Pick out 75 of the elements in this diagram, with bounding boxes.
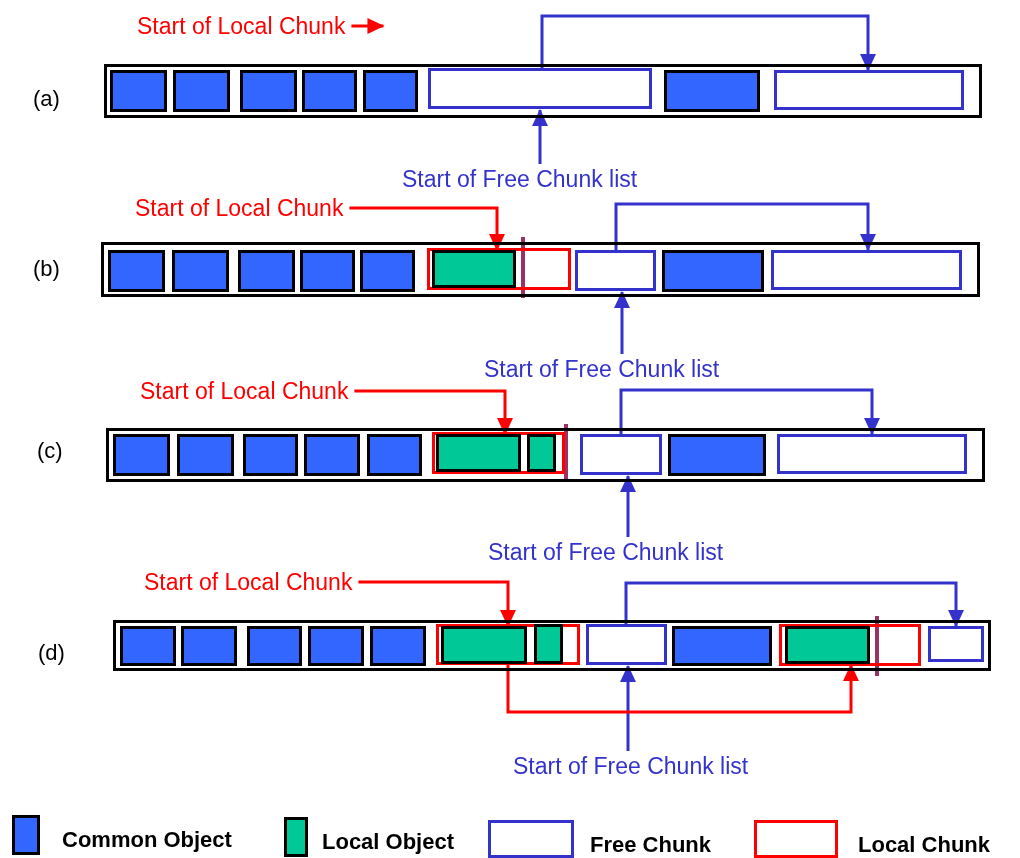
local-object-block (785, 626, 870, 664)
common-object-block (108, 250, 165, 292)
arrow (358, 580, 516, 627)
memory-strip (113, 620, 991, 671)
row-label: (d) (38, 640, 65, 666)
common-object-block (363, 70, 418, 112)
common-object-block (360, 250, 415, 292)
free-chunk-box (771, 250, 962, 290)
arrow (619, 388, 880, 435)
arrow (349, 206, 505, 251)
arrow (506, 664, 859, 714)
pointer-label: Start of Local Chunk (135, 195, 344, 221)
legend-label: Local Object (322, 829, 455, 855)
row-label: (b) (33, 256, 60, 282)
pointer-label: Start of Free Chunk list (513, 753, 749, 779)
row-label: (c) (37, 438, 63, 464)
pointer-label: Start of Free Chunk list (484, 356, 720, 382)
local-object-block (534, 624, 563, 664)
common-object-block (243, 434, 298, 476)
arrow (614, 202, 876, 251)
free-chunk-box (774, 70, 964, 110)
arrow (620, 475, 636, 537)
common-object-block (110, 70, 167, 112)
legend-label: Free Chunk (590, 832, 712, 858)
common-object-block (304, 434, 360, 476)
free-chunk-box (428, 68, 652, 109)
arrow (354, 389, 513, 435)
local-chunk-box (432, 432, 565, 474)
common-object-block (302, 70, 357, 112)
memory-strip (104, 64, 982, 118)
arrow (540, 14, 876, 71)
local-object-block (527, 434, 556, 472)
local-chunk-box (779, 624, 921, 666)
common-object-block (238, 250, 295, 292)
common-object-block (247, 626, 302, 666)
common-object-block (668, 434, 766, 476)
pointer-label: Start of Local Chunk (140, 378, 349, 404)
arrow (532, 109, 548, 164)
common-object-block (172, 250, 229, 292)
common-object-block (300, 250, 355, 292)
local-object-block (436, 434, 521, 472)
common-object-block (113, 434, 170, 476)
pointer-label: Start of Free Chunk list (488, 539, 724, 565)
arrow (624, 581, 964, 627)
local-object-block (441, 626, 527, 664)
arrow (351, 18, 385, 34)
pointer-label: Start of Free Chunk list (402, 166, 638, 192)
pointer-label: Start of Local Chunk (144, 569, 353, 595)
common-object-block (240, 70, 297, 112)
legend-label: Common Object (62, 827, 232, 853)
common-object-block (181, 626, 237, 666)
common-object-block (662, 250, 764, 292)
common-object-block (177, 434, 234, 476)
common-object-block (370, 626, 426, 666)
free-chunk-box (586, 624, 667, 665)
common-object-block (120, 626, 176, 666)
memory-strip (106, 428, 985, 482)
free-chunk-box (580, 434, 662, 475)
row-label: (a) (33, 86, 60, 112)
legend-label: Local Chunk (858, 832, 990, 858)
common-object-block (367, 434, 422, 476)
local-object-block (432, 250, 516, 288)
arrow (620, 665, 636, 751)
pointer-label: Start of Local Chunk (137, 13, 346, 39)
arrow (614, 291, 630, 354)
common-object-block (664, 70, 760, 112)
local-chunk-box (436, 624, 580, 665)
free-chunk-box (575, 250, 656, 291)
memory-strip (101, 242, 980, 297)
common-object-block (308, 626, 364, 666)
common-object-block (672, 626, 772, 666)
free-chunk-box (777, 434, 967, 474)
common-object-block (173, 70, 230, 112)
local-chunk-box (427, 248, 571, 290)
free-chunk-box (928, 626, 984, 662)
